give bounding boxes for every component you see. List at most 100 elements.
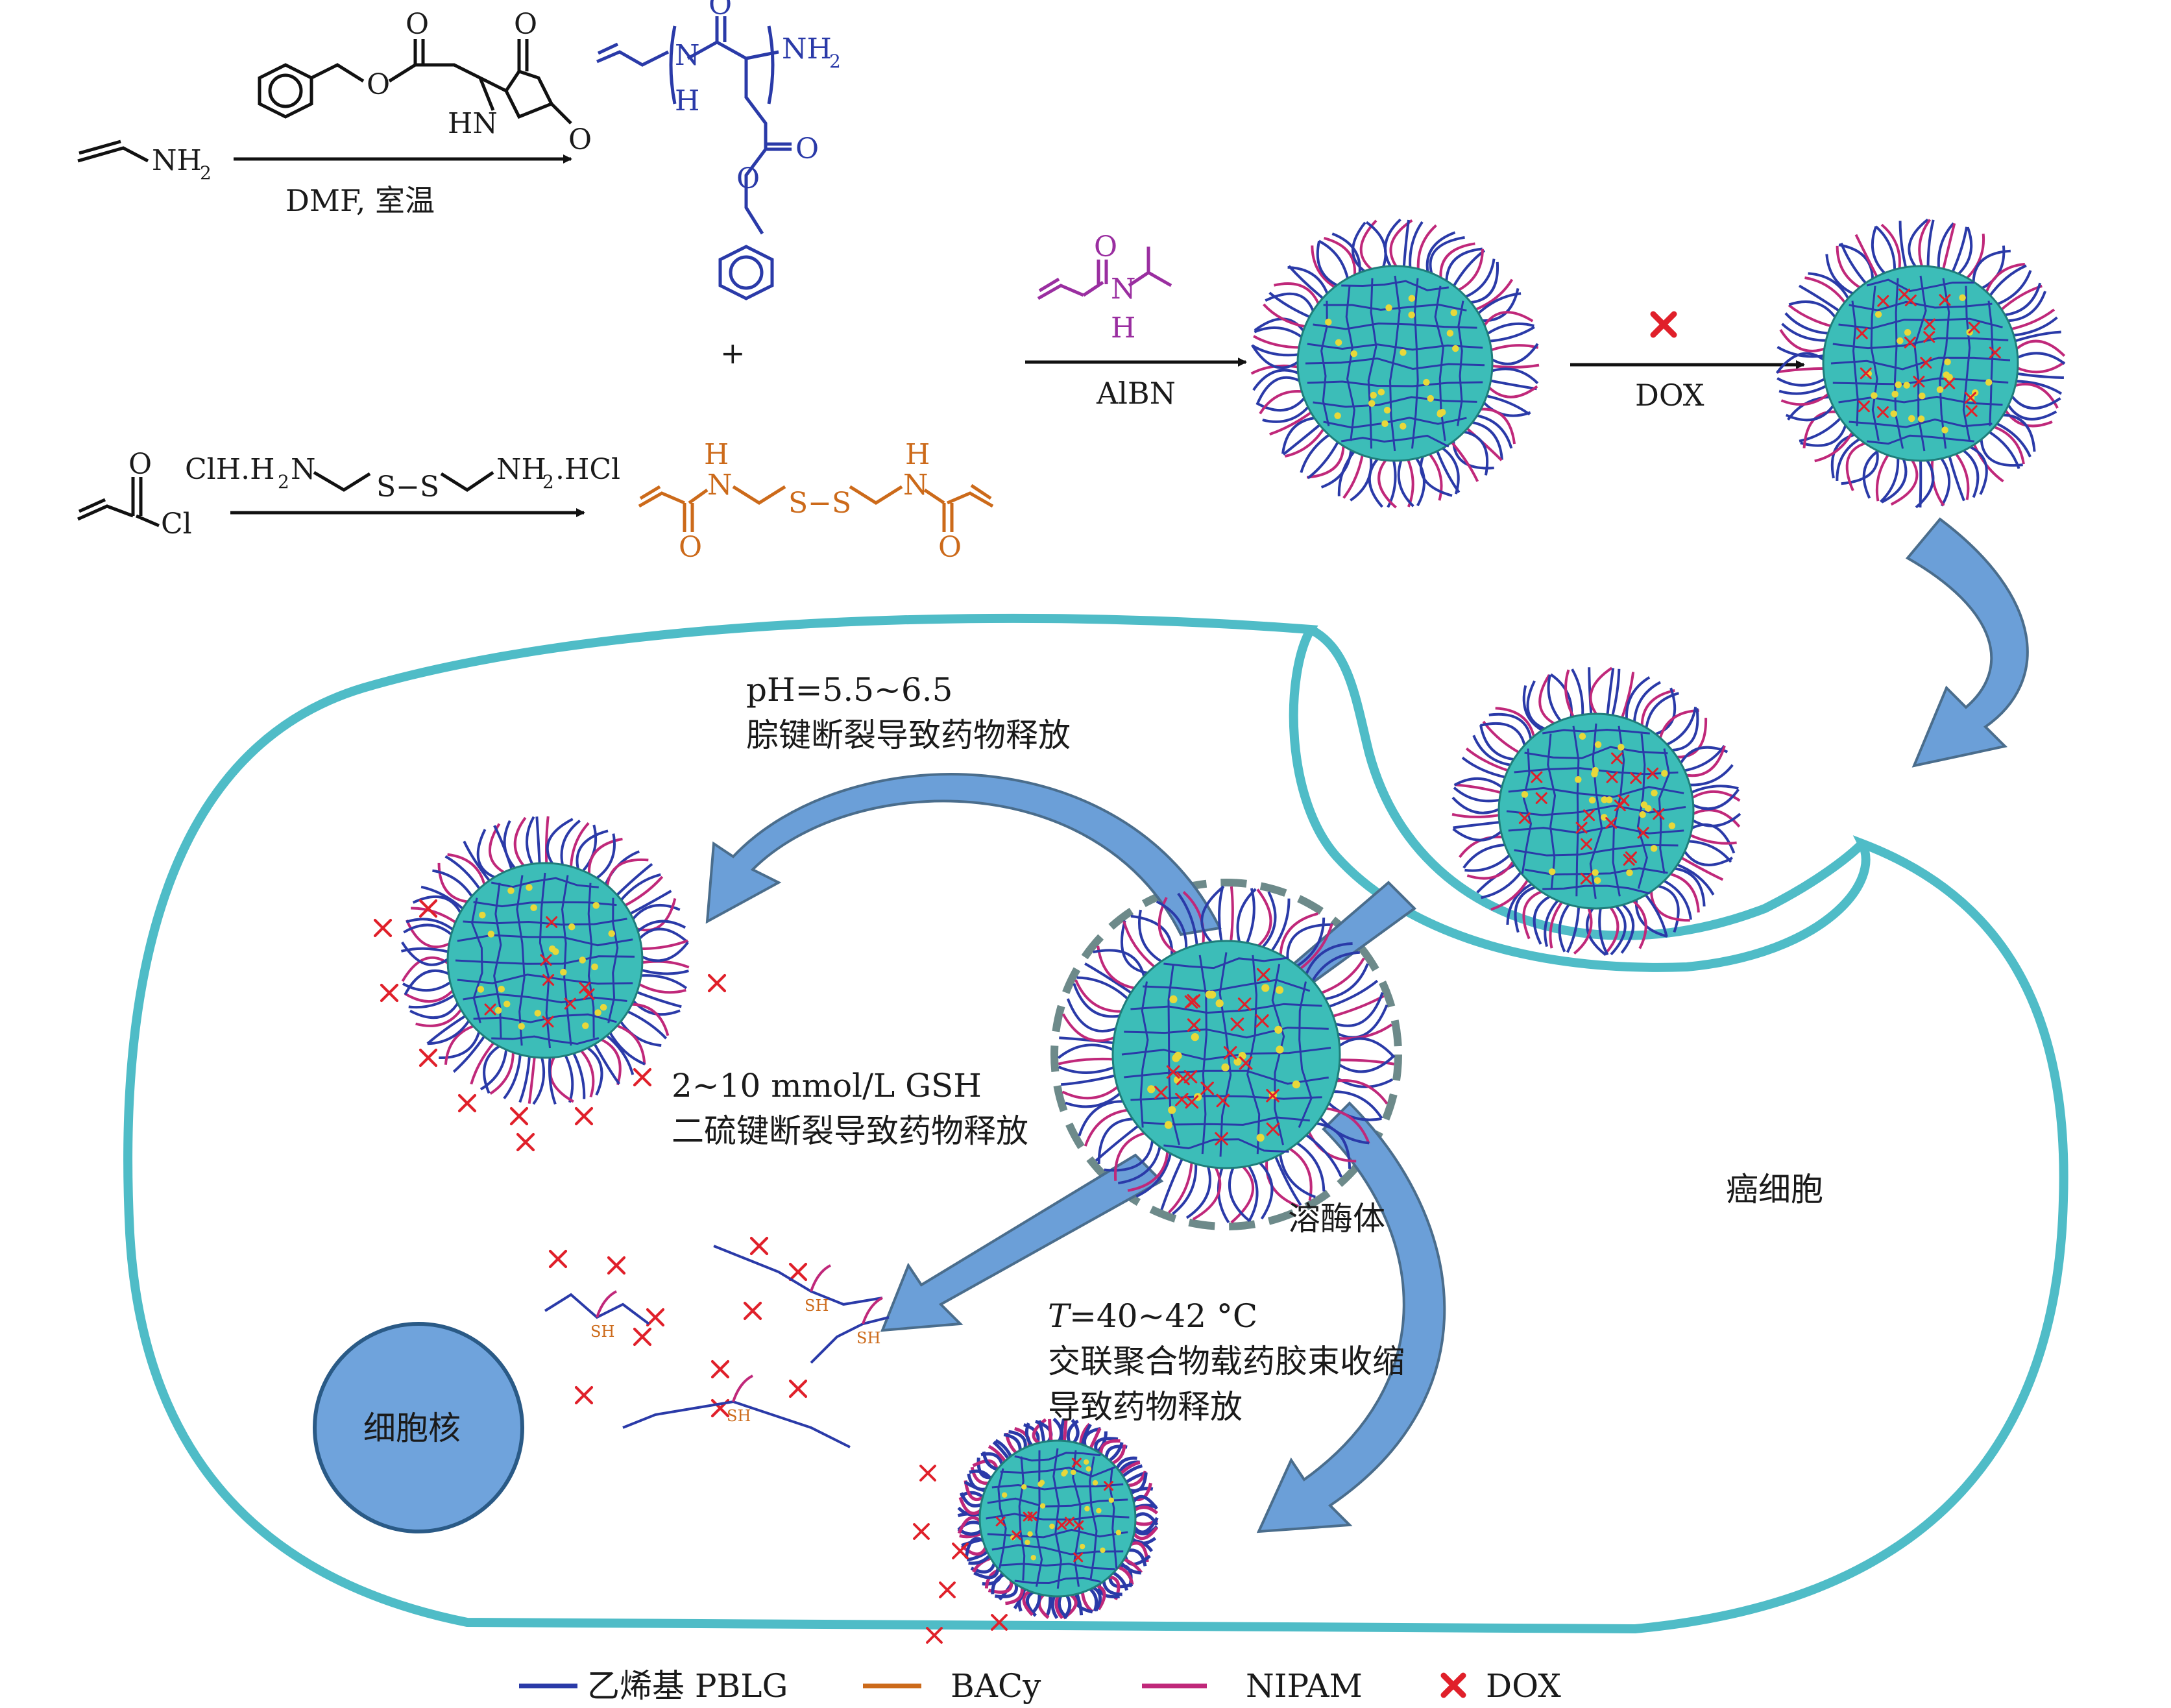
corona-chain	[1323, 236, 1357, 278]
corona-chain	[1326, 1101, 1382, 1121]
corona-chain	[1778, 384, 1828, 395]
corona-chain	[1787, 395, 1832, 421]
micelle-lysosome	[1057, 885, 1396, 1224]
corona-chain	[1679, 855, 1724, 881]
legend-label-nipam: NIPAM	[1246, 1667, 1363, 1705]
corona-chain	[1954, 451, 1970, 500]
dox-loaded	[1237, 997, 1252, 1011]
plus-sign: +	[720, 336, 746, 371]
corona-chain	[1304, 942, 1353, 977]
corona-chain	[1880, 223, 1901, 271]
corona-chain	[1690, 812, 1741, 827]
corona-chain	[1468, 262, 1499, 304]
corona-chain	[605, 858, 649, 888]
corona-chain	[1690, 790, 1741, 802]
corona-chain	[1298, 923, 1333, 971]
corona-chain	[532, 1055, 546, 1105]
corona-chain	[1488, 713, 1533, 742]
reaction-2: O Cl ClH.H 2 N S−S NH 2 .HCl H	[77, 438, 994, 564]
corona-chain	[1078, 1100, 1126, 1136]
corona-chain	[1875, 452, 1891, 502]
corona-chain	[1481, 400, 1531, 417]
corona-chain	[411, 907, 458, 925]
corona-chain	[576, 829, 609, 872]
corona-chain	[1287, 265, 1326, 300]
crosslink-dot	[487, 931, 495, 938]
bacy-structure	[638, 483, 994, 532]
crosslink-dot	[1903, 382, 1910, 389]
corona-chain	[1485, 394, 1531, 416]
corona-chain	[1335, 1004, 1389, 1039]
corona-chain	[1919, 458, 1922, 508]
dox-loaded	[1877, 295, 1889, 307]
corona-chain	[1322, 963, 1369, 1001]
corona-chain	[1172, 1161, 1198, 1215]
degraded-nipam	[596, 1290, 617, 1318]
network-chain	[1018, 1456, 1026, 1581]
dox-loaded	[1611, 752, 1623, 764]
crosslink-dot	[1650, 845, 1658, 852]
corona-chain	[1416, 224, 1437, 271]
corona-chain	[1643, 892, 1668, 938]
corona-chain	[1377, 458, 1397, 509]
corona-chain	[638, 974, 688, 990]
corona-chain	[607, 1030, 646, 1066]
corona-chain	[1526, 680, 1547, 731]
network-chain	[587, 883, 595, 1038]
corona-chain	[1097, 1117, 1136, 1164]
crosslink-dot	[1423, 378, 1430, 386]
corona-chain	[1402, 219, 1411, 269]
network-chain	[1307, 380, 1483, 387]
corona-chain	[1127, 1149, 1169, 1192]
free-dox-icon	[373, 918, 393, 938]
corona-chain	[1073, 982, 1122, 1018]
nca-o-ester: O	[367, 68, 390, 101]
network-chain	[1851, 300, 1859, 426]
corona-chain	[1451, 812, 1501, 818]
corona-chain	[1287, 1146, 1313, 1201]
corona-chain	[1281, 416, 1317, 454]
dox-loaded	[1183, 1069, 1198, 1084]
network-chain	[991, 1483, 1124, 1491]
corona-chain	[406, 918, 455, 932]
cystamine-hcl: .HCl	[555, 453, 620, 486]
corona-chain	[623, 875, 664, 908]
dox-loaded	[1531, 771, 1543, 783]
network-chain	[463, 993, 627, 1004]
free-dox-icon	[574, 1106, 594, 1126]
free-dox-icon	[707, 973, 727, 993]
corona-chain	[637, 927, 689, 944]
free-dox-icon	[418, 1048, 438, 1068]
corona-chain	[1620, 902, 1635, 954]
corona-chain	[1566, 905, 1581, 953]
corona-chain	[1506, 882, 1534, 925]
corona-chain	[635, 920, 686, 934]
dox-loaded	[1860, 367, 1872, 380]
corona-chain	[604, 1033, 635, 1075]
crosslink-dot	[1191, 1032, 1199, 1042]
network-chain	[1389, 275, 1401, 452]
corona-chain	[1117, 1143, 1162, 1185]
corona-chain	[1956, 226, 1973, 276]
corona-chain	[1192, 1164, 1222, 1221]
corona-chain	[1274, 282, 1320, 306]
nca-o-ring: O	[568, 123, 592, 156]
crosslink-dot	[1100, 1547, 1106, 1554]
corona-chain	[1632, 681, 1661, 724]
corona-chain	[2009, 308, 2056, 331]
corona-chain	[1352, 221, 1367, 274]
corona-chain	[1655, 884, 1680, 933]
reaction-3-initiator: AlBN	[1096, 376, 1176, 411]
corona-chain	[548, 1055, 557, 1105]
free-dox-icon	[788, 1262, 808, 1282]
corona-chain	[470, 1040, 496, 1085]
cystamine-ss: S−S	[376, 470, 439, 504]
corona-chain	[1631, 898, 1647, 949]
dox-loaded	[1074, 1520, 1084, 1530]
network-chain	[1367, 278, 1377, 449]
corona-chain	[1481, 870, 1523, 899]
crosslink-dot	[1588, 796, 1596, 804]
free-dox-icon	[516, 1132, 535, 1152]
